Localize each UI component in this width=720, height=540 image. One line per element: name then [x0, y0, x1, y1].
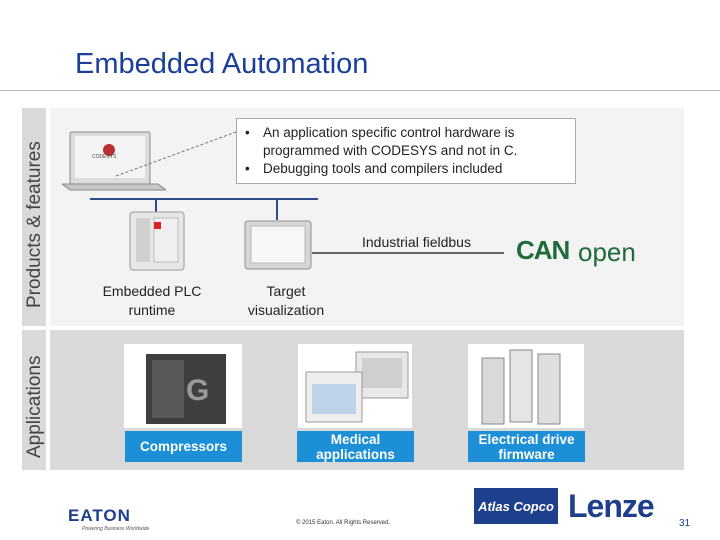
plc-icon [129, 211, 185, 271]
medical-applications-button[interactable]: Medical applications [297, 431, 414, 462]
compressors-button[interactable]: Compressors [125, 431, 242, 462]
svg-text:G: G [186, 374, 209, 407]
svg-text:CAN: CAN [516, 235, 570, 265]
fieldbus-line [312, 252, 504, 254]
side-label-products: Products & features [22, 108, 46, 326]
svg-text:open: open [578, 237, 636, 267]
compressor-image: G [124, 344, 242, 428]
fieldbus-label: Industrial fieldbus [362, 234, 471, 250]
title-divider [0, 90, 720, 91]
side-label-applications: Applications [22, 330, 46, 470]
side-label-applications-text: Applications [24, 355, 45, 458]
canopen-logo: CAN open [516, 235, 636, 267]
eaton-logo: EATON [68, 506, 131, 525]
bus-drop-visu [276, 198, 278, 220]
system-bus [90, 198, 318, 200]
bullet-item: •Debugging tools and compilers included [245, 161, 503, 176]
side-label-products-text: Products & features [24, 141, 45, 308]
hmi-panel-icon [244, 220, 312, 270]
plc-label: Embedded PLC runtime [102, 283, 202, 318]
drive-firmware-button[interactable]: Electrical drive firmware [468, 431, 585, 462]
copyright-text: © 2015 Eaton. All Rights Reserved. [296, 520, 391, 526]
eaton-tagline: Powering Business Worldwide [82, 526, 150, 532]
laptop-icon [62, 131, 166, 191]
visu-label: Target visualization [247, 283, 325, 318]
drive-image [468, 344, 584, 428]
laptop-screen-text: CODESYS [92, 154, 117, 160]
callout-line [115, 131, 237, 177]
bus-drop-plc [155, 198, 157, 212]
slide-title: Embedded Automation [75, 48, 369, 80]
slide-number: 31 [679, 518, 691, 529]
features-bullets: •An application specific control hardwar… [236, 118, 576, 184]
lenze-logo: Lenze [568, 488, 655, 524]
medical-device-image [298, 344, 412, 428]
bullet-item: •An application specific control hardwar… [245, 125, 518, 158]
atlas-copco-logo: Atlas Copco [474, 488, 558, 524]
